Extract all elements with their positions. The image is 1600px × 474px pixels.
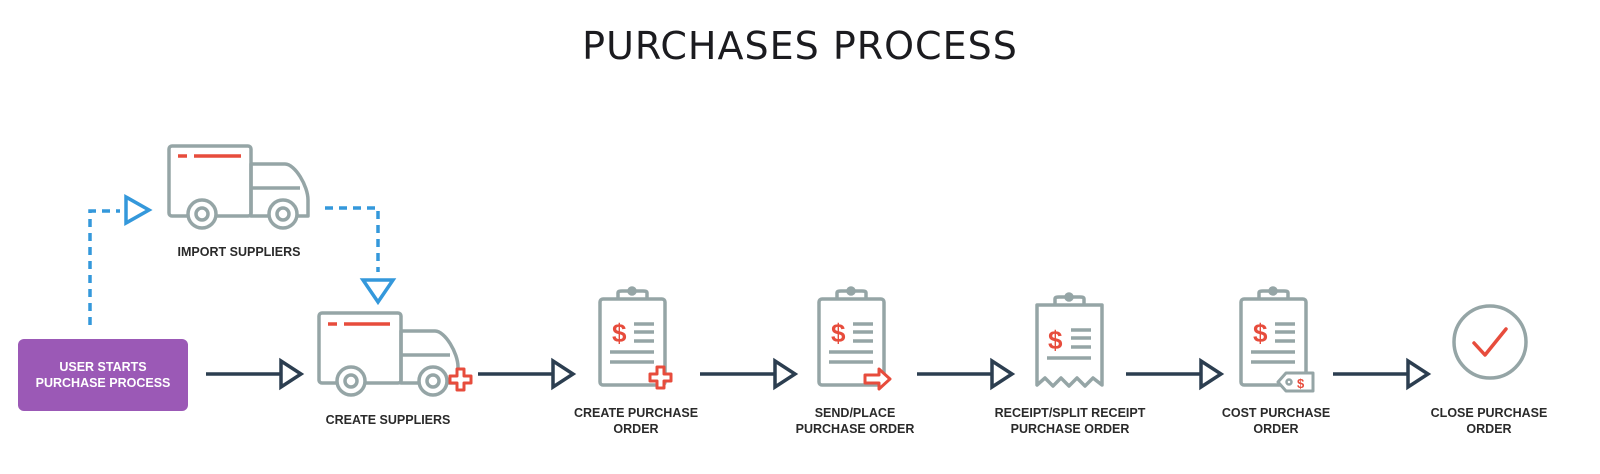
step-label-create-suppliers: CREATE SUPPLIERS xyxy=(325,413,451,427)
arrow-4 xyxy=(917,357,1016,391)
dashed-arrowhead-right xyxy=(124,194,153,226)
truck-icon xyxy=(167,144,310,230)
start-process-button[interactable]: USER STARTS PURCHASE PROCESS xyxy=(18,339,188,411)
step-label-send-po: SEND/PLACE PURCHASE ORDER xyxy=(795,406,915,436)
dashed-connector-down xyxy=(325,206,380,272)
step-label-create-po: CREATE PURCHASE ORDER xyxy=(573,406,699,436)
check-circle-icon xyxy=(1452,304,1528,380)
arrow-2 xyxy=(478,357,577,391)
arrow-3 xyxy=(700,357,799,391)
svg-text:$: $ xyxy=(612,318,627,348)
svg-text:$: $ xyxy=(1297,376,1305,391)
receipt-icon: $ xyxy=(1035,292,1104,388)
arrow-6 xyxy=(1333,357,1432,391)
clipboard-plus-icon: $ xyxy=(598,286,673,390)
import-suppliers-label: IMPORT SUPPLIERS xyxy=(177,245,301,259)
svg-text:$: $ xyxy=(1253,318,1268,348)
page-title: PURCHASES PROCESS xyxy=(582,24,1018,68)
step-label-receipt-po: RECEIPT/SPLIT RECEIPT PURCHASE ORDER xyxy=(994,406,1146,436)
import-path xyxy=(88,206,380,325)
truck-plus-icon xyxy=(317,311,473,397)
clipboard-tag-icon: $ $ xyxy=(1239,286,1315,393)
clipboard-arrow-icon: $ xyxy=(817,286,892,391)
dashed-arrowhead-down xyxy=(359,278,397,306)
arrow-5 xyxy=(1126,357,1225,391)
start-label-line2: PURCHASE PROCESS xyxy=(35,376,171,390)
svg-text:$: $ xyxy=(1048,325,1063,355)
dashed-connector-up xyxy=(88,209,120,325)
step-label-cost-po: COST PURCHASE ORDER xyxy=(1221,406,1331,436)
start-label-line1: USER STARTS xyxy=(59,360,147,374)
arrow-1 xyxy=(206,357,305,391)
flow-arrows xyxy=(206,357,1432,391)
svg-text:$: $ xyxy=(831,318,846,348)
step-label-close-po: CLOSE PURCHASE ORDER xyxy=(1430,406,1548,436)
